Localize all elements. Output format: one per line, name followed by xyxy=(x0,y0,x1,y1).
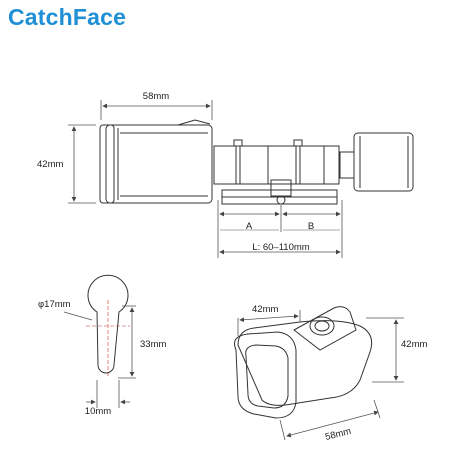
brand-logo: CatchFace xyxy=(8,4,126,31)
iso-top-button-base xyxy=(293,306,357,351)
keyhole-height-label: 33mm xyxy=(140,339,166,350)
iso-front-face xyxy=(234,331,297,419)
knob-face xyxy=(99,124,115,204)
iso-top-label: 42mm xyxy=(252,304,278,315)
keyhole-dimensions xyxy=(63,305,136,408)
thumb-turn xyxy=(353,132,414,192)
keyhole-width-label: 10mm xyxy=(85,406,111,417)
height-42-label: 42mm xyxy=(37,159,63,170)
knob-body xyxy=(105,124,213,204)
width-58-label: 58mm xyxy=(143,91,169,102)
side-view xyxy=(99,119,414,205)
iso-top-button xyxy=(309,316,335,336)
iso-side-label: 42mm xyxy=(401,339,427,350)
iso-view xyxy=(234,306,373,419)
iso-dimensions xyxy=(237,310,404,441)
keyhole-outline xyxy=(87,274,129,374)
dim-a-label: A xyxy=(246,221,253,232)
dim-b-label: B xyxy=(308,221,314,232)
cylinder-body xyxy=(213,145,340,185)
logo-part-face: Face xyxy=(72,4,127,30)
length-label: L: 60–110mm xyxy=(252,242,309,253)
diameter-label: φ17mm xyxy=(38,299,71,310)
side-dimensions xyxy=(68,100,343,258)
iso-top-body xyxy=(237,320,373,406)
turn-neck xyxy=(339,151,355,179)
logo-part-catch: Catch xyxy=(8,4,73,30)
iso-depth-label: 58mm xyxy=(324,426,352,443)
cam xyxy=(270,179,292,197)
keyhole-view xyxy=(86,274,130,378)
